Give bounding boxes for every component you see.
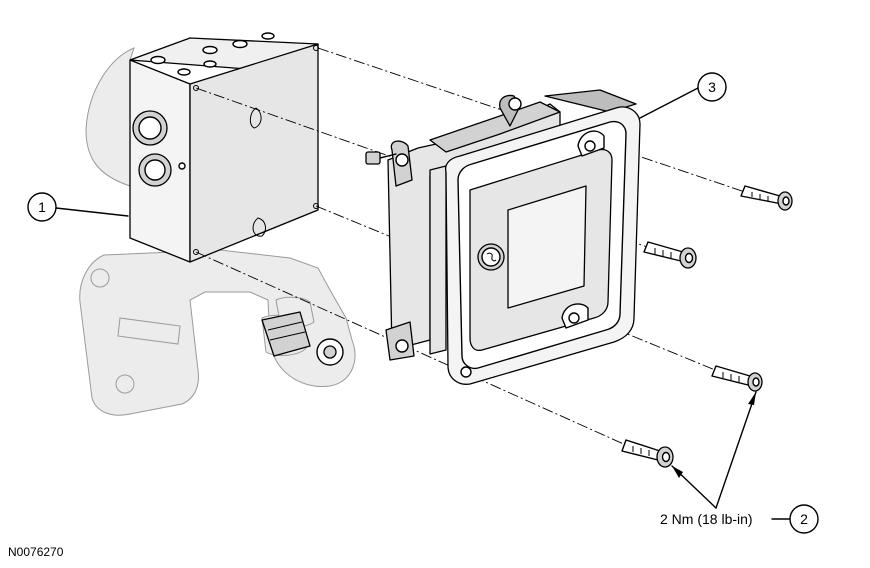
callout-3: 3: [639, 72, 727, 119]
hydraulic-control-unit: [85, 32, 319, 263]
callout-3-label: 3: [708, 79, 716, 95]
callout-1: 1: [27, 192, 129, 222]
torx-screw: [643, 241, 697, 269]
callout-2: 2: [671, 391, 819, 534]
torx-screw: [711, 365, 763, 392]
illustration-reference-number: N0076270: [8, 545, 64, 559]
abs-control-module: [365, 89, 641, 385]
torque-spec-label: 2 Nm (18 lb-in): [660, 511, 753, 527]
bracket-mount-hole: [316, 338, 344, 366]
mounting-bracket: [79, 249, 356, 416]
wire-harness-connector: [261, 311, 311, 357]
torx-screw: [621, 439, 674, 468]
callout-2-label: 2: [800, 511, 808, 527]
torx-screw: [740, 185, 793, 211]
callout-1-label: 1: [38, 199, 46, 215]
